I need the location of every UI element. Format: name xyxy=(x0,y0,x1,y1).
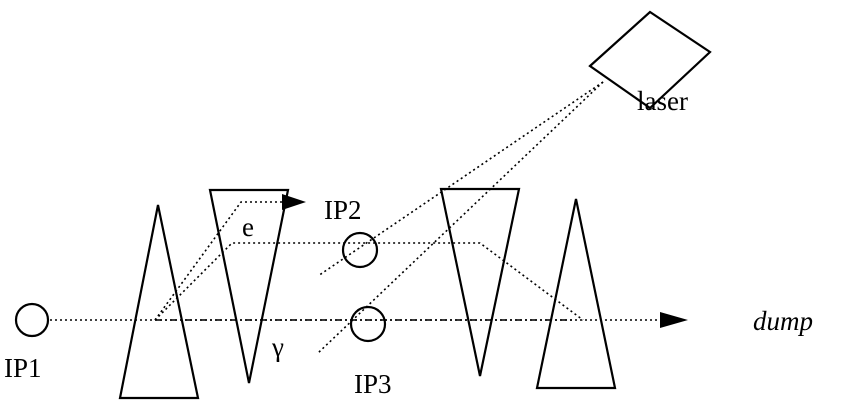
electron-path-ip2 xyxy=(154,242,584,321)
magnet-2-down-triangle xyxy=(208,188,290,384)
ip3-circle xyxy=(349,305,387,343)
dump-arrowhead xyxy=(660,312,688,328)
electron-deflected-path xyxy=(154,201,284,321)
gamma-label: γ xyxy=(271,332,284,362)
laser-label: laser xyxy=(637,86,688,116)
laser-beam-upper xyxy=(317,81,604,277)
dump-label: dump xyxy=(753,306,813,336)
laser-box xyxy=(588,10,712,110)
ip3-label: IP3 xyxy=(354,369,392,399)
ip2-circle xyxy=(341,231,379,269)
magnet-1-up-triangle xyxy=(118,204,200,400)
laser-beam-lower xyxy=(317,81,604,354)
ip1-label: IP1 xyxy=(4,353,42,383)
electron-arrowhead xyxy=(282,194,306,210)
ip2-label: IP2 xyxy=(324,195,362,225)
magnet-3-down-triangle xyxy=(439,187,521,377)
ip1-circle xyxy=(14,302,50,338)
magnet-4-up-triangle xyxy=(535,198,617,390)
electron-label: e xyxy=(242,212,254,242)
